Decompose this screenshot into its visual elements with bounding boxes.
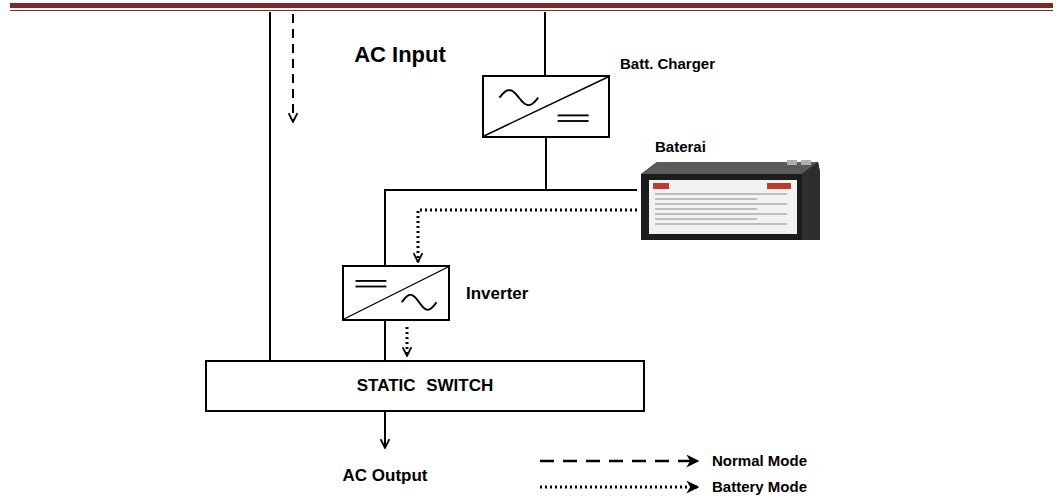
inverter-label: Inverter [466,284,528,304]
ac-sine-symbol [500,90,539,105]
battery-fine-print [655,224,787,225]
diagonal-line [484,77,608,136]
legend-text: Normal Mode [712,452,807,469]
inverter-symbol [344,267,448,319]
bypass-wire [269,12,271,360]
battery-fine-print [655,199,757,200]
battery-fine-print [655,214,787,215]
battery-node: Baterai [637,160,822,242]
battery-body [641,162,820,240]
dc-symbol [356,286,387,288]
dc-symbol [356,280,387,282]
ac-sine-symbol [402,295,437,310]
wire [546,138,637,190]
input-wire [544,12,546,75]
charger-symbol [484,77,608,136]
battery-terminal [801,160,811,165]
header-rule-thin [10,10,1053,11]
battery-label-sticker [649,180,797,234]
legend-dotted-sample [540,486,698,489]
port-label: AC Output [343,466,428,486]
legend-text: Battery Mode [712,478,807,495]
charger-node: Batt. Charger [482,75,610,138]
legend-dashed-sample [540,460,698,463]
battery-logo-mark [767,183,791,189]
battery-side [802,162,820,240]
battery-fine-print [655,219,757,220]
switch-node: STATIC SWITCH [205,360,645,412]
inverter-node: Inverter [342,265,450,321]
wire [385,138,546,265]
output-arrow [384,412,386,448]
battery-terminal [787,160,797,165]
diagonal-line [344,267,448,319]
wire [384,321,386,360]
battery-logo-mark [653,183,669,189]
charger-label: Batt. Charger [620,55,715,72]
battery-fine-print [655,204,787,205]
dc-symbol [558,120,589,122]
port-label: AC Input [354,42,446,68]
battery-fine-print [655,209,757,210]
switch-label: STATIC SWITCH [357,376,494,396]
battery-flow-arrow [406,327,409,356]
battery-flow-arrow [418,210,637,262]
battery-fine-print [655,194,787,195]
battery-symbol [637,160,822,242]
dc-symbol [558,114,589,116]
header-rule [10,3,1053,8]
battery-label: Baterai [655,138,706,155]
normal-flow-arrow [292,14,294,122]
